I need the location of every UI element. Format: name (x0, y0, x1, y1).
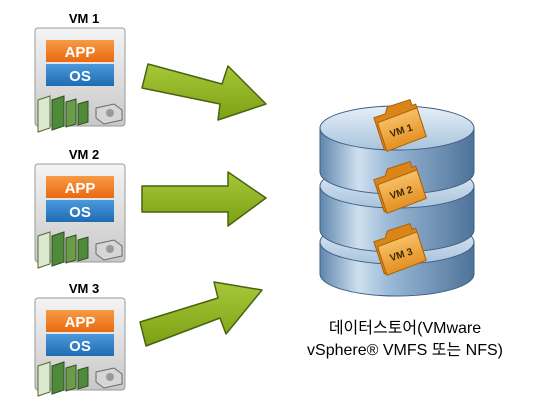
hard-disk-icon (95, 367, 123, 389)
arrow-icon (141, 63, 267, 121)
hard-disk-icon (95, 239, 123, 261)
vm-1-os-label: OS (69, 68, 91, 85)
chip-icon (37, 361, 89, 397)
os-layer (46, 200, 114, 222)
chip-icon (37, 95, 89, 133)
vm-1-app-label: APP (65, 44, 96, 61)
vm-2-os-label: OS (69, 204, 91, 221)
hard-disk-icon (95, 103, 123, 125)
os-layer (46, 334, 114, 356)
arrow-icon (141, 171, 267, 227)
folder-icon: VM 2 (373, 161, 427, 214)
os-layer (46, 64, 114, 86)
app-layer (46, 176, 114, 198)
app-layer (46, 310, 114, 332)
vm-2-app-label: APP (65, 180, 96, 197)
vm-3: VM 3 APP OS (34, 281, 126, 397)
app-layer (46, 40, 114, 62)
datastore-caption-line-2: vSphere® VMFS 또는 NFS) (307, 341, 503, 359)
vm-1: VM 1 APP OS (34, 11, 126, 133)
arrow-icon (139, 281, 263, 347)
vm-3-app-label: APP (65, 314, 96, 331)
vm-2-title: VM 2 (69, 147, 99, 162)
datastore-caption-line-1: 데이터스토어(VMware (329, 319, 481, 337)
folder-icon: VM 1 (373, 99, 427, 152)
folder-icon: VM 3 (373, 223, 427, 276)
vm-3-os-label: OS (69, 338, 91, 355)
chip-icon (37, 231, 89, 269)
vm-2: VM 2 APP OS (34, 147, 126, 269)
vm-1-title: VM 1 (69, 11, 99, 26)
vm-3-title: VM 3 (69, 281, 99, 296)
